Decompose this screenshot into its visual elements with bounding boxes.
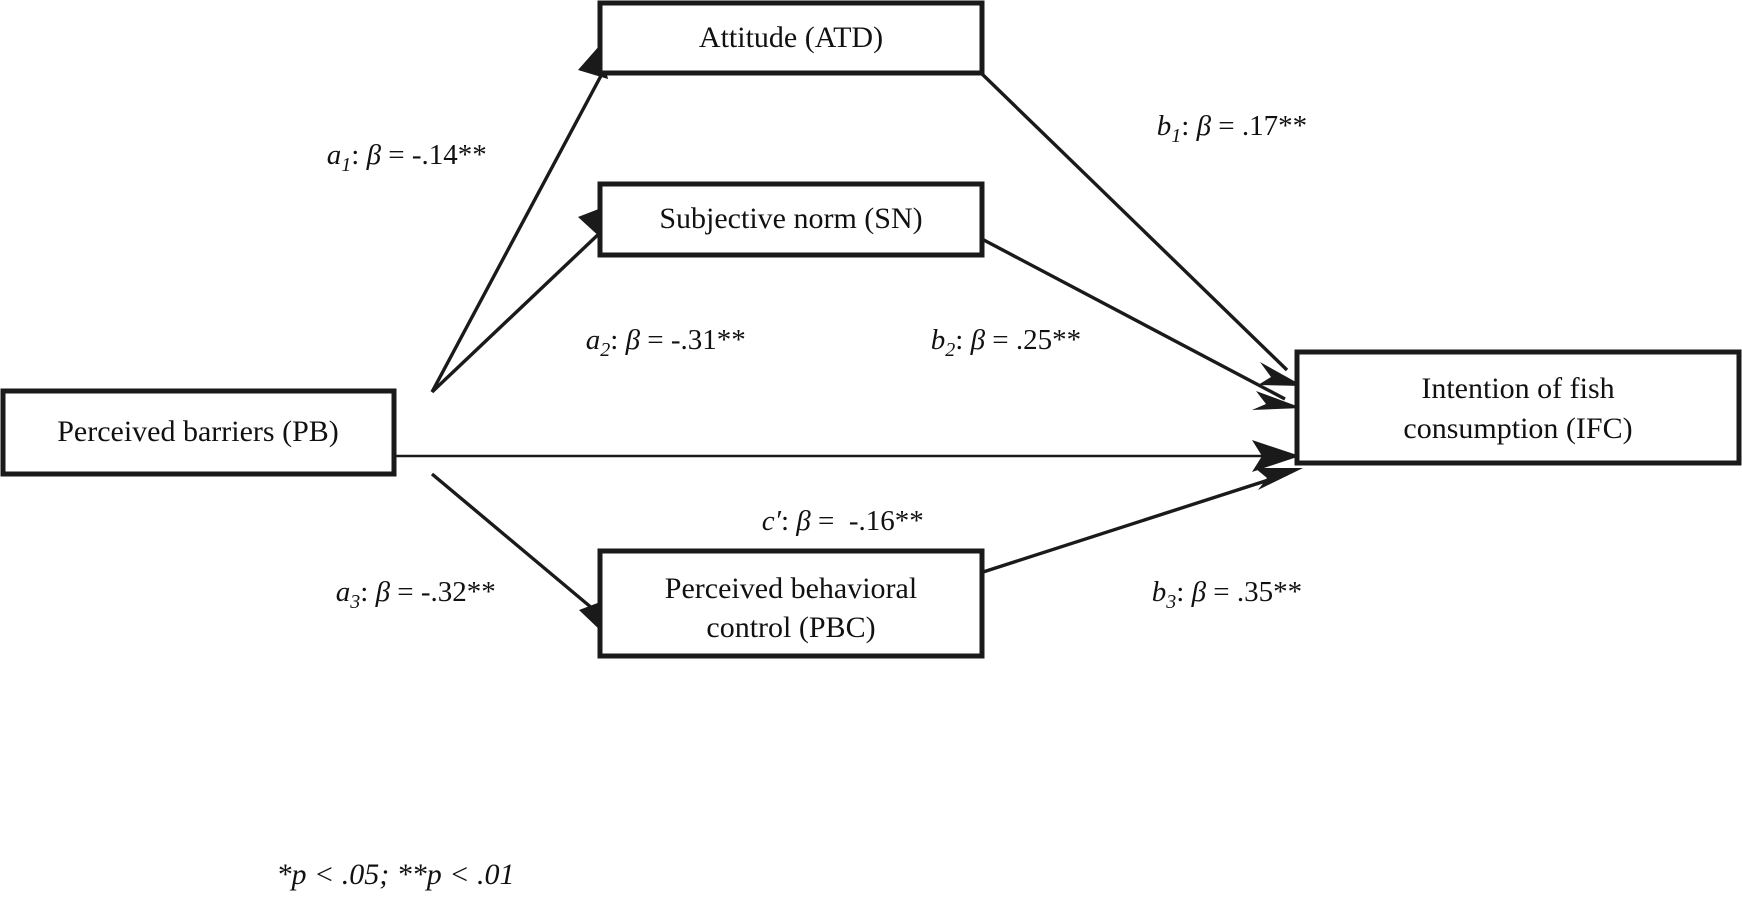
node-label-pb: Perceived barriers (PB): [57, 415, 339, 448]
node-label-sn: Subjective norm (SN): [659, 202, 922, 235]
node-box-atd: Attitude (ATD): [597, 0, 985, 76]
coef-label-cprime: c′: β = -.16**: [711, 505, 960, 537]
coef-label-a2: a2: β = -.31**: [535, 324, 782, 361]
path-arrow-b2: [979, 236, 1302, 410]
path-arrow-b3: [979, 468, 1303, 575]
coef-label-b3: b3: β = .35**: [1101, 576, 1338, 613]
node-label-ifc-line2: consumption (IFC): [1403, 412, 1632, 445]
path-arrow-b1: [978, 70, 1303, 386]
node-label-pbc-line1: Perceived behavioral: [665, 572, 917, 605]
node-label-atd: Attitude (ATD): [699, 21, 883, 54]
node-box-pb: Perceived barriers (PB): [0, 388, 397, 477]
path-arrow-cprime: [396, 440, 1300, 472]
node-box-pbc: Perceived behavioral control (PBC): [597, 548, 985, 659]
node-box-ifc: Intention of fish consumption (IFC): [1294, 349, 1742, 466]
coef-label-a3: a3: β = -.32**: [285, 576, 532, 613]
node-label-ifc-line1: Intention of fish: [1421, 372, 1614, 405]
coef-label-b1: b1: β = .17**: [1106, 110, 1343, 147]
node-box-sn: Subjective norm (SN): [597, 181, 985, 258]
path-arrow-a2: [430, 205, 609, 394]
coef-label-a1: a1: β = -.14**: [276, 139, 523, 176]
node-label-pbc-line2: control (PBC): [706, 611, 875, 644]
significance-footnote: *p < .05; **p < .01: [224, 858, 552, 891]
coef-label-b2: b2: β = .25**: [880, 324, 1117, 361]
